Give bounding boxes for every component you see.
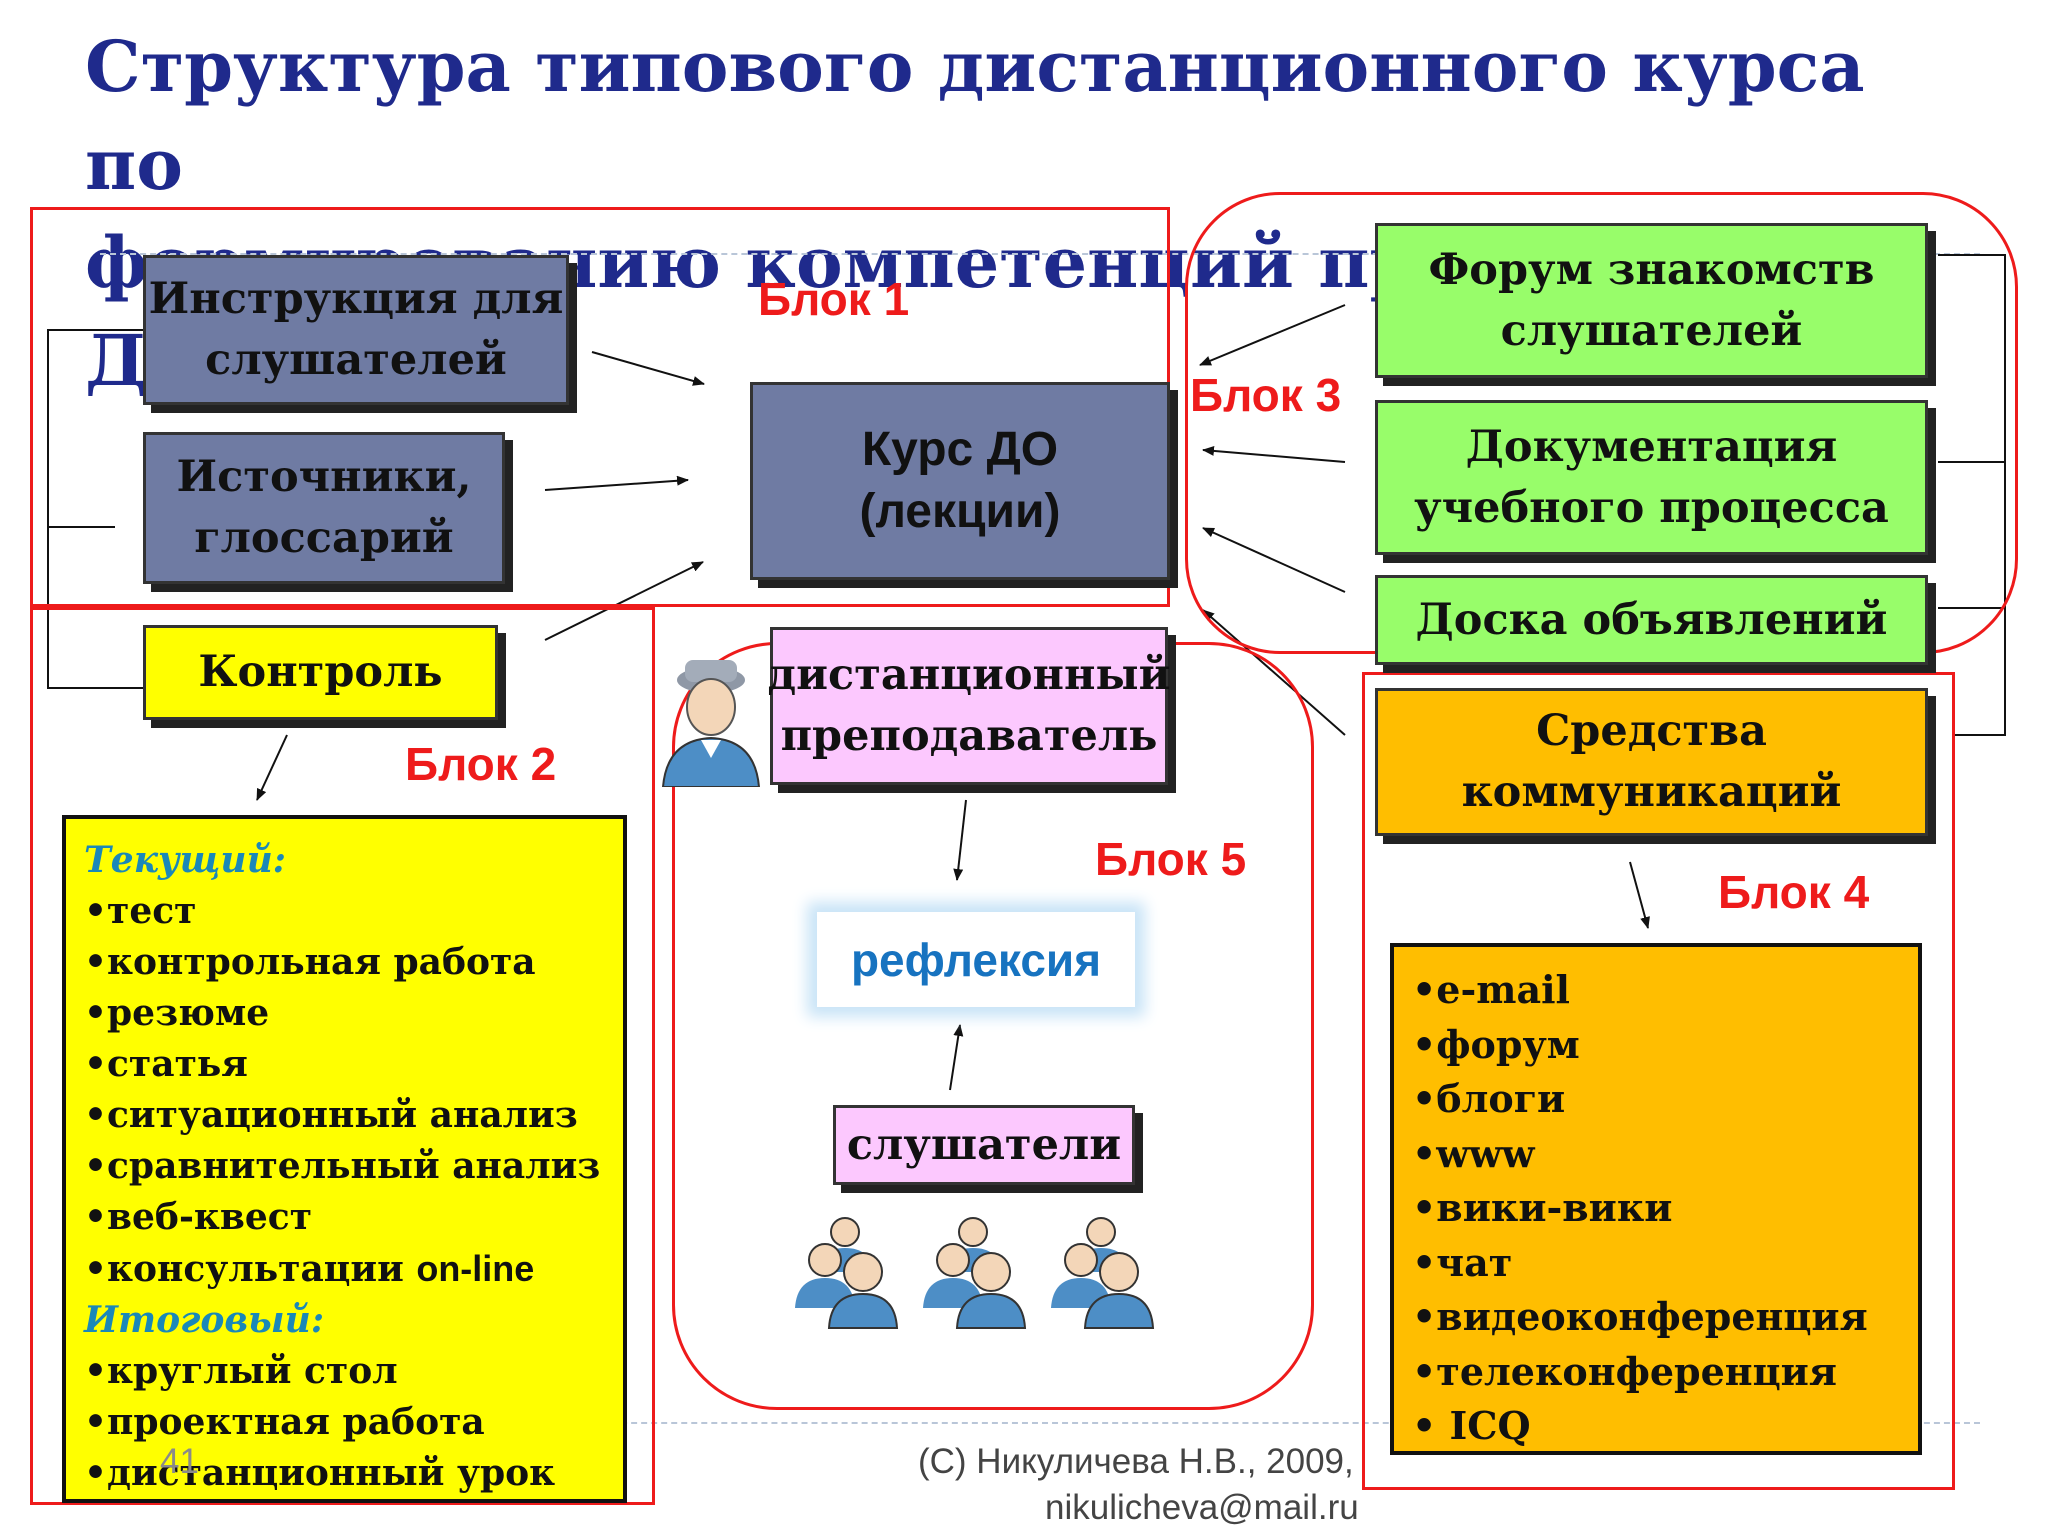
copyright: (С) Никуличева Н.В., 2009, — [918, 1442, 1354, 1481]
comm-line-1: Средства — [1536, 706, 1767, 756]
list-item: •веб-квест — [84, 1196, 313, 1238]
docs-line-1: Документация — [1465, 421, 1838, 472]
reflection-label: рефлексия — [850, 933, 1102, 986]
arrow-control-to-list — [256, 734, 288, 801]
arrow-control-to-course — [544, 561, 704, 641]
reflection-box: рефлексия — [817, 912, 1135, 1007]
current-label: Текущий: — [84, 839, 287, 881]
block-1-label: Блок 1 — [758, 273, 910, 325]
list-item: •ситуационный анализ — [84, 1094, 578, 1136]
control-box: Контроль — [143, 625, 498, 720]
arrow-sources-to-course — [544, 475, 689, 491]
teacher-line-2: преподаватель — [780, 711, 1158, 761]
page-number: 41 — [160, 1442, 199, 1481]
course-line-2: (лекции) — [859, 485, 1061, 538]
list-item: •круглый стол — [84, 1350, 398, 1392]
arrow-forum-to-course — [1199, 304, 1346, 366]
list-item: •сравнительный анализ — [84, 1145, 601, 1187]
control-list: Текущий: •тест •контрольная работа •резю… — [62, 815, 627, 1503]
listeners-group-icon — [795, 1217, 1155, 1329]
block-3-label: Блок 3 — [1190, 369, 1342, 421]
arrow-teacher-to-reflection — [953, 799, 967, 881]
people-icon — [795, 1217, 899, 1329]
final-label: Итоговый: — [84, 1299, 325, 1341]
comm-line-2: коммуникаций — [1461, 767, 1842, 817]
forum-box: Форум знакомств слушателей — [1375, 223, 1928, 378]
list-item: • ICQ — [1412, 1403, 1531, 1448]
instructions-line-1: Инструкция для — [148, 274, 564, 324]
list-item: •вики-вики — [1412, 1185, 1673, 1230]
course-line-1: Курс ДО — [861, 423, 1059, 476]
instructions-line-2: слушателей — [205, 335, 507, 385]
forum-line-1: Форум знакомств — [1428, 244, 1875, 295]
teacher-box: дистанционный преподаватель — [767, 627, 1171, 785]
docs-box: Документация учебного процесса — [1375, 400, 1928, 555]
course-box: Курс ДО (лекции) — [750, 382, 1170, 580]
comm-list: •e-mail •форум •блоги •www •вики-вики •ч… — [1390, 943, 1922, 1455]
list-item: •чат — [1412, 1239, 1513, 1285]
list-item: •резюме — [84, 992, 270, 1034]
arrow-listeners-to-reflection — [949, 1024, 964, 1091]
title-line-1: Структура типового дистанционного курса … — [85, 25, 1865, 206]
people-icon — [923, 1217, 1027, 1329]
top-dashed-divider — [100, 253, 1980, 255]
list-item: •www — [1412, 1130, 1535, 1176]
list-item-online: •консультации on-line — [84, 1243, 623, 1295]
list-item: •форум — [1412, 1021, 1580, 1067]
listeners-label: слушатели — [846, 1119, 1122, 1170]
arrow-comm-to-list — [1629, 861, 1650, 929]
list-item: •блоги — [1412, 1076, 1566, 1121]
block-4-outline — [1362, 672, 1955, 1490]
sources-line-1: Источники, — [176, 452, 472, 502]
board-label: Доска объявлений — [1415, 594, 1888, 645]
arrow-docs-to-course — [1202, 445, 1346, 463]
block-2-label: Блок 2 — [405, 738, 557, 790]
block-2-outline — [30, 607, 655, 1505]
list-item: •e-mail — [1412, 967, 1570, 1012]
list-item: •видеоконференция — [1412, 1294, 1868, 1339]
docs-line-2: учебного процесса — [1414, 482, 1889, 533]
list-item: •дистанционный урок — [84, 1452, 556, 1494]
control-label: Контроль — [198, 647, 443, 697]
forum-line-2: слушателей — [1500, 305, 1803, 356]
email: nikulicheva@mail.ru — [1045, 1488, 1359, 1527]
comm-box: Средства коммуникаций — [1375, 688, 1928, 836]
sources-box: Источники, глоссарий — [143, 432, 505, 584]
people-icon — [1051, 1217, 1155, 1329]
teacher-line-1: дистанционный — [767, 650, 1171, 700]
bottom-dashed-divider — [100, 1422, 1980, 1424]
online-label: on-line — [416, 1248, 535, 1289]
listeners-box: слушатели — [833, 1105, 1135, 1185]
list-item: •статья — [84, 1043, 248, 1085]
sources-line-2: глоссарий — [194, 513, 454, 563]
list-item: •контрольная работа — [84, 941, 536, 983]
block-4-label: Блок 4 — [1718, 866, 1870, 918]
teacher-icon — [661, 660, 761, 787]
arrow-instructions-to-course — [591, 351, 705, 386]
block-5-label: Блок 5 — [1095, 833, 1247, 885]
instructions-box: Инструкция для слушателей — [143, 255, 569, 405]
list-item: •тест — [84, 890, 197, 932]
board-box: Доска объявлений — [1375, 575, 1928, 665]
list-item: •консультации — [84, 1248, 417, 1290]
list-item: •проектная работа — [84, 1401, 485, 1443]
left-bracket-lines — [47, 329, 143, 689]
list-item: •телеконференция — [1412, 1348, 1837, 1394]
